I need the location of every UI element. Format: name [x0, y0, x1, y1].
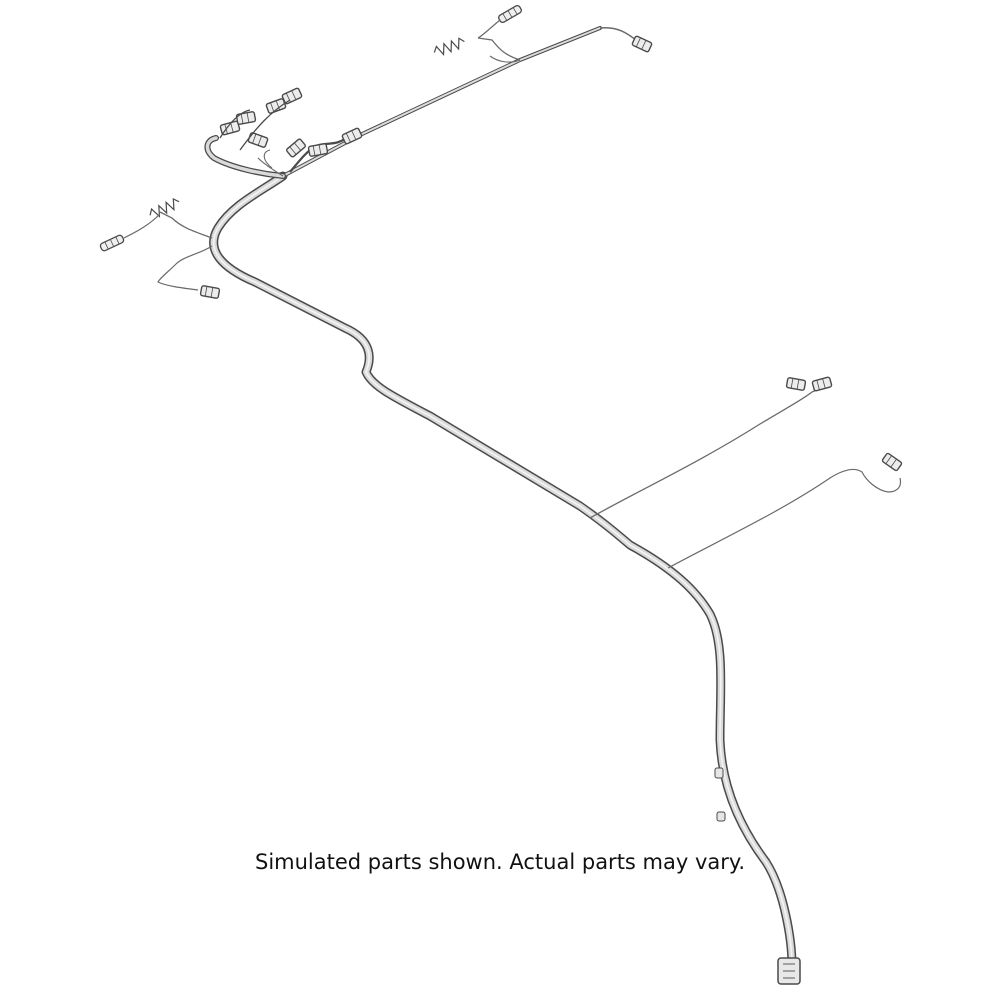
trunk-clips — [714, 767, 726, 822]
branch-right-upper — [589, 376, 833, 519]
main-trunk — [209, 171, 797, 971]
branch-left — [98, 196, 221, 300]
upper-trunk — [281, 26, 602, 178]
end-connector — [777, 957, 801, 985]
branch-top-right — [599, 26, 653, 54]
disclaimer-text: Simulated parts shown. Actual parts may … — [254, 850, 746, 874]
connector-cluster — [204, 86, 363, 179]
branch-right-lower — [667, 452, 903, 569]
branch-top-sensor — [432, 3, 524, 63]
